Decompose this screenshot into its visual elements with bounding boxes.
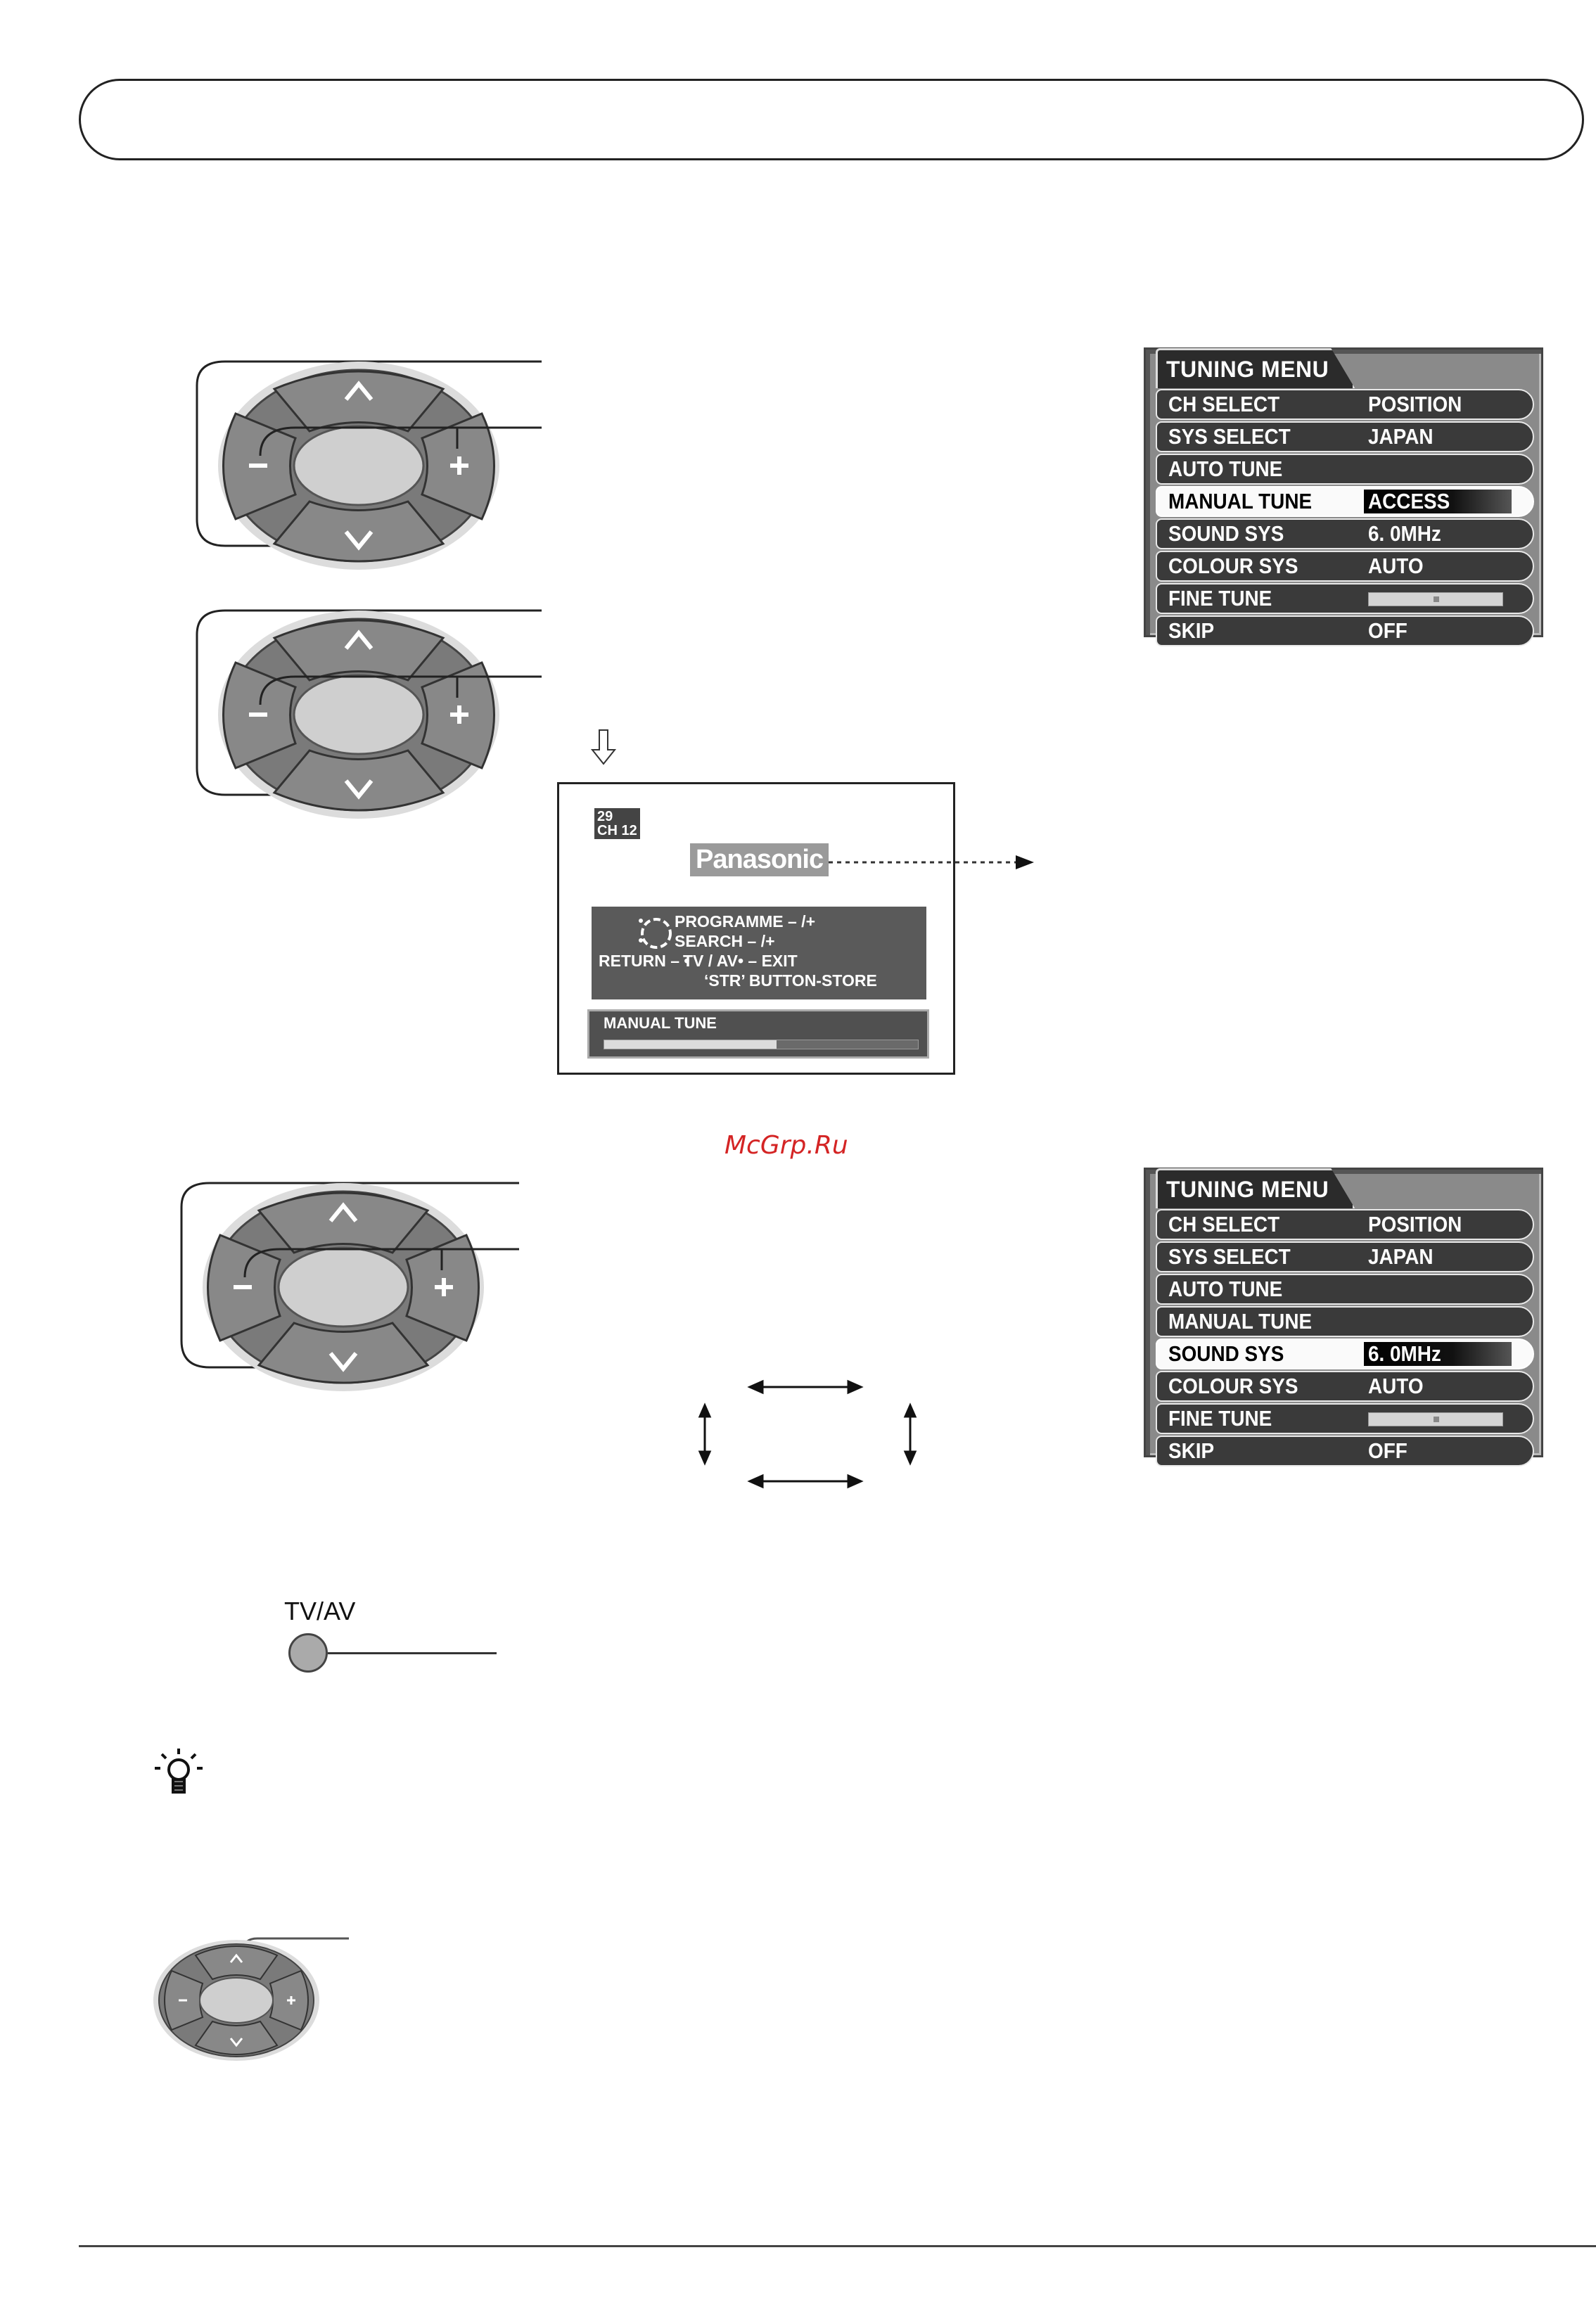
menu-row-manual-tune[interactable]: MANUAL TUNE — [1156, 1306, 1534, 1337]
store-help: ‘STR’ BUTTON-STORE — [704, 971, 877, 990]
search-help: SEARCH – /+ — [675, 932, 775, 950]
cursor-pad-small[interactable] — [152, 1930, 356, 2064]
cursor-pad-step1[interactable] — [196, 350, 563, 582]
tuning-menu-title: TUNING MENU — [1156, 348, 1355, 388]
return-help: RETURN – • — [599, 952, 690, 970]
cursor-pad-step2[interactable] — [196, 599, 563, 831]
menu-row-fine-tune[interactable]: FINE TUNE — [1156, 1403, 1534, 1434]
menu-row-fine-tune[interactable]: FINE TUNE — [1156, 583, 1534, 614]
watermark: McGrp.Ru — [724, 1131, 848, 1160]
channel-indicator: 29 CH 12 — [594, 808, 640, 839]
tuning-progress — [604, 1040, 919, 1049]
footer-rule — [79, 2245, 1596, 2247]
cursor-ring-icon — [639, 918, 672, 949]
pointer-arrow-icon — [829, 855, 1034, 869]
fine-tune-slider[interactable] — [1368, 592, 1503, 606]
tuning-menu-title: TUNING MENU — [1156, 1168, 1355, 1208]
menu-row-auto-tune[interactable]: AUTO TUNE — [1156, 454, 1534, 485]
manual-tune-help-panel: PROGRAMME – /+ SEARCH – /+ RETURN – • TV… — [592, 907, 926, 999]
tvav-button[interactable] — [288, 1633, 328, 1673]
tvav-label: TV/AV — [284, 1597, 356, 1625]
brand-logo: Panasonic — [690, 843, 829, 876]
tvav-leader-line — [328, 1652, 497, 1654]
manual-tune-screen: 29 CH 12 Panasonic PROGRAMME – /+ SEARCH… — [557, 782, 955, 1075]
cursor-pad-step3[interactable] — [180, 1172, 533, 1404]
exit-help: TV / AV• – EXIT — [683, 952, 798, 970]
header-title-frame — [79, 79, 1584, 160]
lightbulb-tip-icon — [155, 1749, 203, 1794]
fine-tune-slider[interactable] — [1368, 1412, 1503, 1426]
menu-row-auto-tune[interactable]: AUTO TUNE — [1156, 1274, 1534, 1305]
manual-tune-bar: MANUAL TUNE — [587, 1009, 929, 1059]
sound-system-cycle-diagram — [698, 1379, 917, 1489]
programme-help: PROGRAMME – /+ — [675, 912, 816, 931]
down-arrow-icon — [590, 729, 617, 765]
